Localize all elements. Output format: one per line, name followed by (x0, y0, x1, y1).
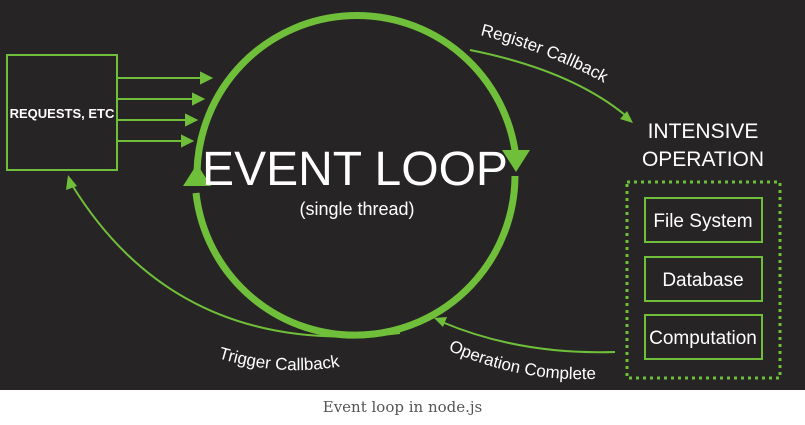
register-callback-label: Register Callback (479, 20, 612, 86)
operation-complete-arrow (441, 321, 616, 354)
trigger-callback-label: Trigger Callback (217, 344, 341, 375)
trigger-callback-arrow (71, 184, 401, 338)
event-loop-title: EVENT LOOP (202, 143, 508, 196)
operation-complete-label: Operation Complete (446, 336, 596, 383)
figure-caption: Event loop in node.js (322, 398, 483, 416)
diagram-canvas: REQUESTS, ETC EVENT LOOP (single thread)… (0, 0, 805, 390)
database-box (644, 256, 763, 302)
loop-arrowhead-left (183, 164, 211, 186)
register-arrowhead (620, 111, 633, 123)
requests-label: REQUESTS, ETC (10, 106, 115, 121)
computation-label: Computation (649, 328, 757, 349)
trigger-arrowhead (66, 175, 77, 190)
event-loop-diagram: REQUESTS, ETC EVENT LOOP (single thread)… (6, 12, 782, 383)
event-loop-circle (183, 12, 530, 339)
register-callback-arrow (469, 49, 626, 116)
database-label: Database (662, 270, 743, 291)
file-system-label: File System (653, 211, 752, 232)
event-loop-subtitle: (single thread) (299, 199, 414, 219)
operation-complete-arrowhead (434, 317, 447, 327)
requests-box (6, 54, 118, 171)
intensive-label-line1: INTENSIVE (648, 120, 759, 143)
intensive-label-line2: OPERATION (642, 148, 764, 171)
loop-arrowhead-right (502, 150, 530, 172)
computation-box (644, 314, 763, 360)
file-system-box (644, 197, 763, 243)
request-arrows (117, 71, 214, 148)
